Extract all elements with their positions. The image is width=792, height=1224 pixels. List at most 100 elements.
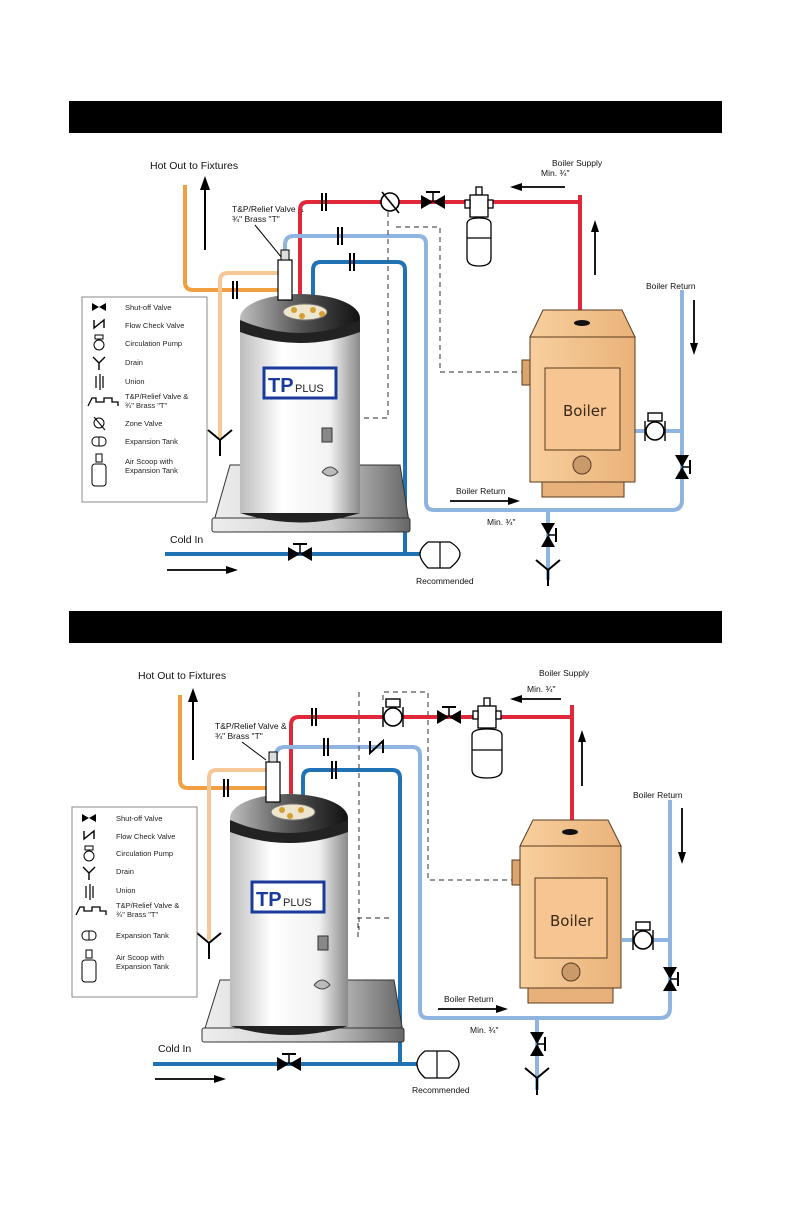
- boiler-label: Boiler: [563, 402, 607, 420]
- legend-air-scoop-icon: [81, 949, 97, 983]
- flow-check-valve-icon: [369, 738, 384, 756]
- boiler-return-top-label: Boiler Return: [633, 790, 683, 800]
- expansion-tank-icon: [416, 1050, 460, 1079]
- legend-circulation-pump-icon: [93, 334, 105, 351]
- boiler-return-bottom-label: Boiler Return: [456, 486, 506, 496]
- control-wire: [357, 691, 512, 937]
- shutoff-valve-icon: [541, 523, 557, 547]
- tp-relief-discharge-pipe: [207, 768, 272, 940]
- legend-label: Expansion Tank: [116, 962, 169, 971]
- tp-relief-label-line2: ¾" Brass "T": [232, 214, 280, 224]
- legend-label: Drain: [116, 867, 134, 876]
- drain-icon: [196, 932, 222, 959]
- supply-up-arrow-icon: [578, 730, 586, 786]
- legend-expansion-tank-icon: [81, 930, 97, 941]
- air-scoop-icon: [464, 186, 494, 267]
- boiler-supply-pipe: [298, 195, 582, 312]
- tp-relief-valve-icon: [277, 249, 293, 301]
- union-icon: [223, 779, 229, 797]
- circulation-pump-icon: [382, 698, 404, 727]
- shutoff-valve-icon: [437, 706, 461, 724]
- hot-out-label: Hot Out to Fixtures: [150, 160, 238, 172]
- legend-flow-check-valve-icon: [93, 318, 105, 330]
- legend-label: Flow Check Valve: [116, 832, 175, 841]
- hot-out-arrow-icon: [188, 688, 198, 760]
- legend-flow-check-valve-icon: [83, 829, 95, 841]
- tp-plus-logo: TP PLUS: [262, 366, 338, 400]
- legend-label: Circulation Pump: [116, 849, 173, 858]
- return-flow-arrow-icon: [438, 1005, 508, 1013]
- legend-union-icon: [85, 884, 94, 900]
- boiler-supply-label: Boiler Supply: [552, 158, 603, 168]
- min-supply-label: Min. ¾": [527, 684, 556, 694]
- recommended-label: Recommended: [416, 576, 474, 586]
- boiler-return-bottom-label: Boiler Return: [444, 994, 494, 1004]
- water-heater-tank: [201, 794, 405, 1043]
- shutoff-valve-icon: [277, 1053, 301, 1071]
- legend-label: Shut-off Valve: [116, 814, 162, 823]
- legend-tp-relief-valve-icon: [87, 397, 119, 407]
- drain-icon: [524, 1067, 550, 1095]
- legend-label: Circulation Pump: [125, 339, 182, 348]
- legend-label: Flow Check Valve: [125, 321, 184, 330]
- logo-plus-text: PLUS: [283, 897, 312, 909]
- boiler-return-pipe: [274, 745, 672, 1020]
- legend-label: Union: [125, 377, 145, 386]
- min-return-label: Min. ¾": [487, 517, 516, 527]
- supply-up-arrow-icon: [591, 220, 599, 275]
- tp-relief-label-line2: ¾" Brass "T": [215, 731, 263, 741]
- logo-tp-text: TP: [268, 375, 294, 397]
- boiler-unit: Boiler: [521, 309, 636, 498]
- tp-relief-discharge-pipe: [218, 271, 285, 438]
- air-scoop-icon: [471, 697, 503, 779]
- legend-box: Shut-off Valve Flow Check Valve Circulat…: [81, 296, 208, 503]
- hot-out-arrow-icon: [200, 176, 210, 250]
- cold-in-arrow-icon: [167, 566, 238, 574]
- boiler-return-top-label: Boiler Return: [646, 281, 696, 291]
- tp-relief-label-line1: T&P/Relief Valve &: [232, 204, 304, 214]
- tp-relief-label-line1: T&P/Relief Valve &: [215, 721, 287, 731]
- boiler-supply-label: Boiler Supply: [539, 668, 590, 678]
- union-icon: [311, 708, 317, 726]
- cold-in-label: Cold In: [158, 1043, 191, 1055]
- legend-label: Air Scoop with: [116, 953, 164, 962]
- union-icon: [323, 738, 329, 756]
- drain-icon: [207, 429, 233, 456]
- piping-diagram-circulator: Hot Out to Fixtures T&P/Relief Valve & ¾…: [71, 668, 686, 1095]
- legend-label: T&P/Relief Valve &: [116, 901, 179, 910]
- expansion-tank-icon: [419, 541, 461, 569]
- recommended-label: Recommended: [412, 1085, 470, 1095]
- control-wire: [362, 212, 522, 419]
- cold-in-arrow-icon: [155, 1075, 226, 1083]
- return-down-arrow-icon: [678, 808, 686, 864]
- supply-flow-arrow-icon: [510, 695, 561, 703]
- union-icon: [321, 193, 327, 211]
- logo-tp-text: TP: [256, 889, 282, 911]
- legend-union-icon: [95, 374, 104, 390]
- legend-shutoff-valve-icon: [82, 814, 96, 822]
- shutoff-valve-icon: [663, 967, 679, 991]
- legend-label: Shut-off Valve: [125, 303, 171, 312]
- drain-icon: [535, 559, 561, 586]
- legend-tp-relief-valve-icon: [75, 906, 107, 916]
- legend-expansion-tank-icon: [91, 436, 107, 447]
- legend-label: Air Scoop with: [125, 457, 173, 466]
- legend-shutoff-valve-icon: [92, 303, 106, 311]
- legend-label: ¾" Brass "T": [116, 910, 158, 919]
- legend-label: Zone Valve: [125, 419, 162, 428]
- legend-label: Expansion Tank: [125, 466, 178, 475]
- min-return-label: Min. ¾": [470, 1025, 499, 1035]
- tp-relief-leader-line: [254, 224, 283, 259]
- tp-relief-valve-icon: [265, 751, 281, 803]
- section-header-bar-1: [69, 101, 722, 133]
- legend-label: Expansion Tank: [125, 437, 178, 446]
- legend-box: Shut-off Valve Flow Check Valve Circulat…: [71, 806, 198, 998]
- boiler-label: Boiler: [550, 912, 594, 930]
- zone-valve-icon: [380, 191, 400, 214]
- circulation-pump-icon: [632, 921, 654, 950]
- boiler-return-pipe: [283, 234, 684, 512]
- shutoff-valve-icon: [675, 455, 691, 479]
- boiler-supply-pipe: [289, 705, 574, 832]
- water-heater-tank: [211, 294, 411, 533]
- hot-out-label: Hot Out to Fixtures: [138, 670, 226, 682]
